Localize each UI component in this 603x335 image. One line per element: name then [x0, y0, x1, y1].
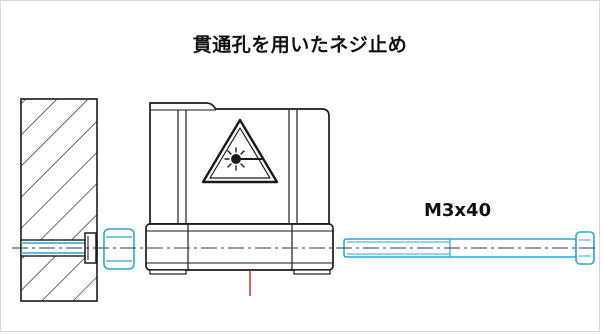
mounting-wall: [20, 98, 98, 302]
screw-label: M3x40: [424, 200, 492, 221]
diagram-title: 貫通孔を用いたネジ止め: [192, 34, 408, 56]
laser-warning-icon: [201, 118, 279, 184]
spacer-nut: [103, 228, 135, 270]
sensor-body: [145, 102, 334, 275]
